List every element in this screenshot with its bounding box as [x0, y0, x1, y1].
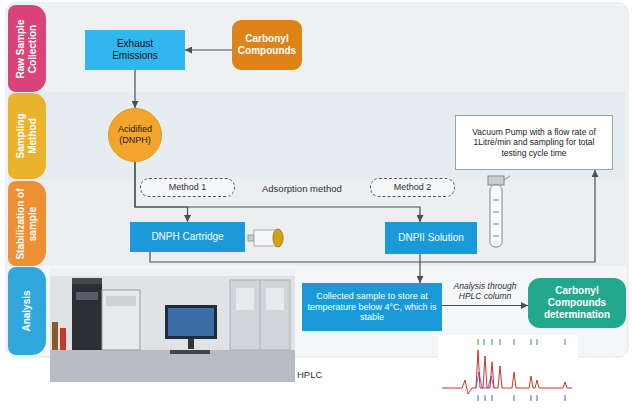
- node-text: Carbonyl Compounds determination: [532, 285, 622, 321]
- circle-outline: [109, 109, 162, 162]
- method-pill: Method 2: [370, 178, 455, 197]
- flow-arrow: [442, 305, 528, 306]
- text-wrap: Acidified (DNPH): [112, 124, 158, 146]
- text-wrap: DNPII Solution: [398, 232, 464, 244]
- text-wrap: Stabilization of sample: [15, 186, 39, 261]
- node-text: DNPII Solution: [398, 232, 464, 244]
- band: [8, 5, 626, 92]
- process-banner: DNPII Solution: [385, 222, 477, 254]
- text-wrap: Method 1: [169, 182, 207, 193]
- flow-arrow: [185, 49, 232, 50]
- group-label: Adsorption method: [262, 183, 342, 194]
- node-text: Acidified (DNPH): [112, 124, 158, 146]
- text-wrap: Carbonyl Compounds: [236, 33, 298, 57]
- text-wrap: DNPH Cartridge: [151, 231, 223, 243]
- process-box: Collected sample to store at temperature…: [302, 283, 442, 331]
- node-text: Raw Sample Collection: [15, 10, 39, 87]
- node-text: Exhaust Emissions: [100, 38, 170, 62]
- stage-tab: Analysis: [8, 267, 46, 355]
- flow-arrow: [419, 254, 420, 283]
- process-banner: DNPH Cartridge: [130, 222, 245, 252]
- impinger-icon: [488, 176, 510, 247]
- text-wrap: Raw Sample Collection: [15, 10, 39, 87]
- result-box: Carbonyl Compounds determination: [528, 278, 626, 328]
- outer-panel: [6, 3, 628, 357]
- band: [8, 180, 626, 266]
- node-text: Collected sample to store at temperature…: [307, 291, 437, 323]
- text-wrap: Carbonyl Compounds determination: [532, 285, 622, 321]
- node-text: Carbonyl Compounds: [236, 33, 298, 57]
- edge-label: Analysis through HPLC column: [443, 282, 527, 302]
- process-box: Exhaust Emissions: [85, 30, 185, 70]
- text-wrap: Analysis: [21, 272, 33, 350]
- stage-tab: Sampling Method: [8, 93, 46, 179]
- node-text: Method 2: [394, 182, 432, 193]
- text-wrap: Method 2: [394, 182, 432, 193]
- text-wrap: Vacuum Pump with a flow rate of 1Litre/m…: [461, 127, 607, 158]
- photo-caption: HPLC: [297, 369, 322, 380]
- hplc-photo: [50, 268, 295, 382]
- text-wrap: Exhaust Emissions: [100, 38, 170, 62]
- note-box: Vacuum Pump with a flow rate of 1Litre/m…: [455, 115, 613, 170]
- method-pill: Method 1: [140, 178, 235, 197]
- stage-tab: Stabilization of sample: [8, 181, 46, 266]
- cartridge-icon: [248, 229, 283, 247]
- text-wrap: Collected sample to store at temperature…: [307, 291, 437, 323]
- node-text: Sampling Method: [15, 98, 39, 174]
- text-wrap: Sampling Method: [15, 98, 39, 174]
- flow-arrow: [134, 70, 135, 108]
- node-text: Vacuum Pump with a flow rate of 1Litre/m…: [461, 127, 607, 158]
- node-text: Analysis: [21, 272, 33, 350]
- reagent-circle: Acidified (DNPH): [108, 108, 162, 162]
- node-text: Method 1: [169, 182, 207, 193]
- stage-tab: Raw Sample Collection: [8, 5, 46, 92]
- chromatogram: [438, 335, 578, 405]
- node-text: DNPH Cartridge: [151, 231, 223, 243]
- band: [8, 92, 626, 180]
- node-text: Stabilization of sample: [15, 186, 39, 261]
- source-box: Carbonyl Compounds: [232, 20, 302, 70]
